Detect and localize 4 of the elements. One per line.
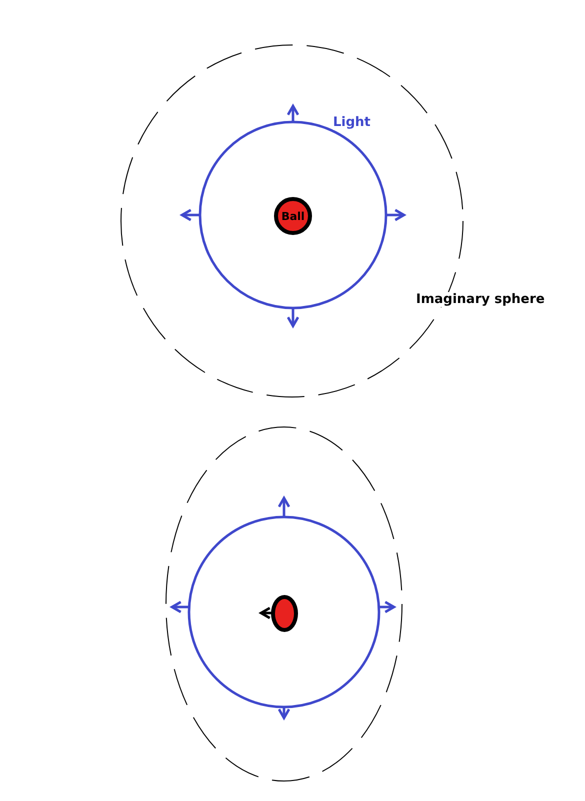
sphere-label: Imaginary sphere xyxy=(416,292,545,307)
ball: Ball xyxy=(274,197,312,235)
light-label: Light xyxy=(333,115,371,130)
ball xyxy=(271,595,298,632)
